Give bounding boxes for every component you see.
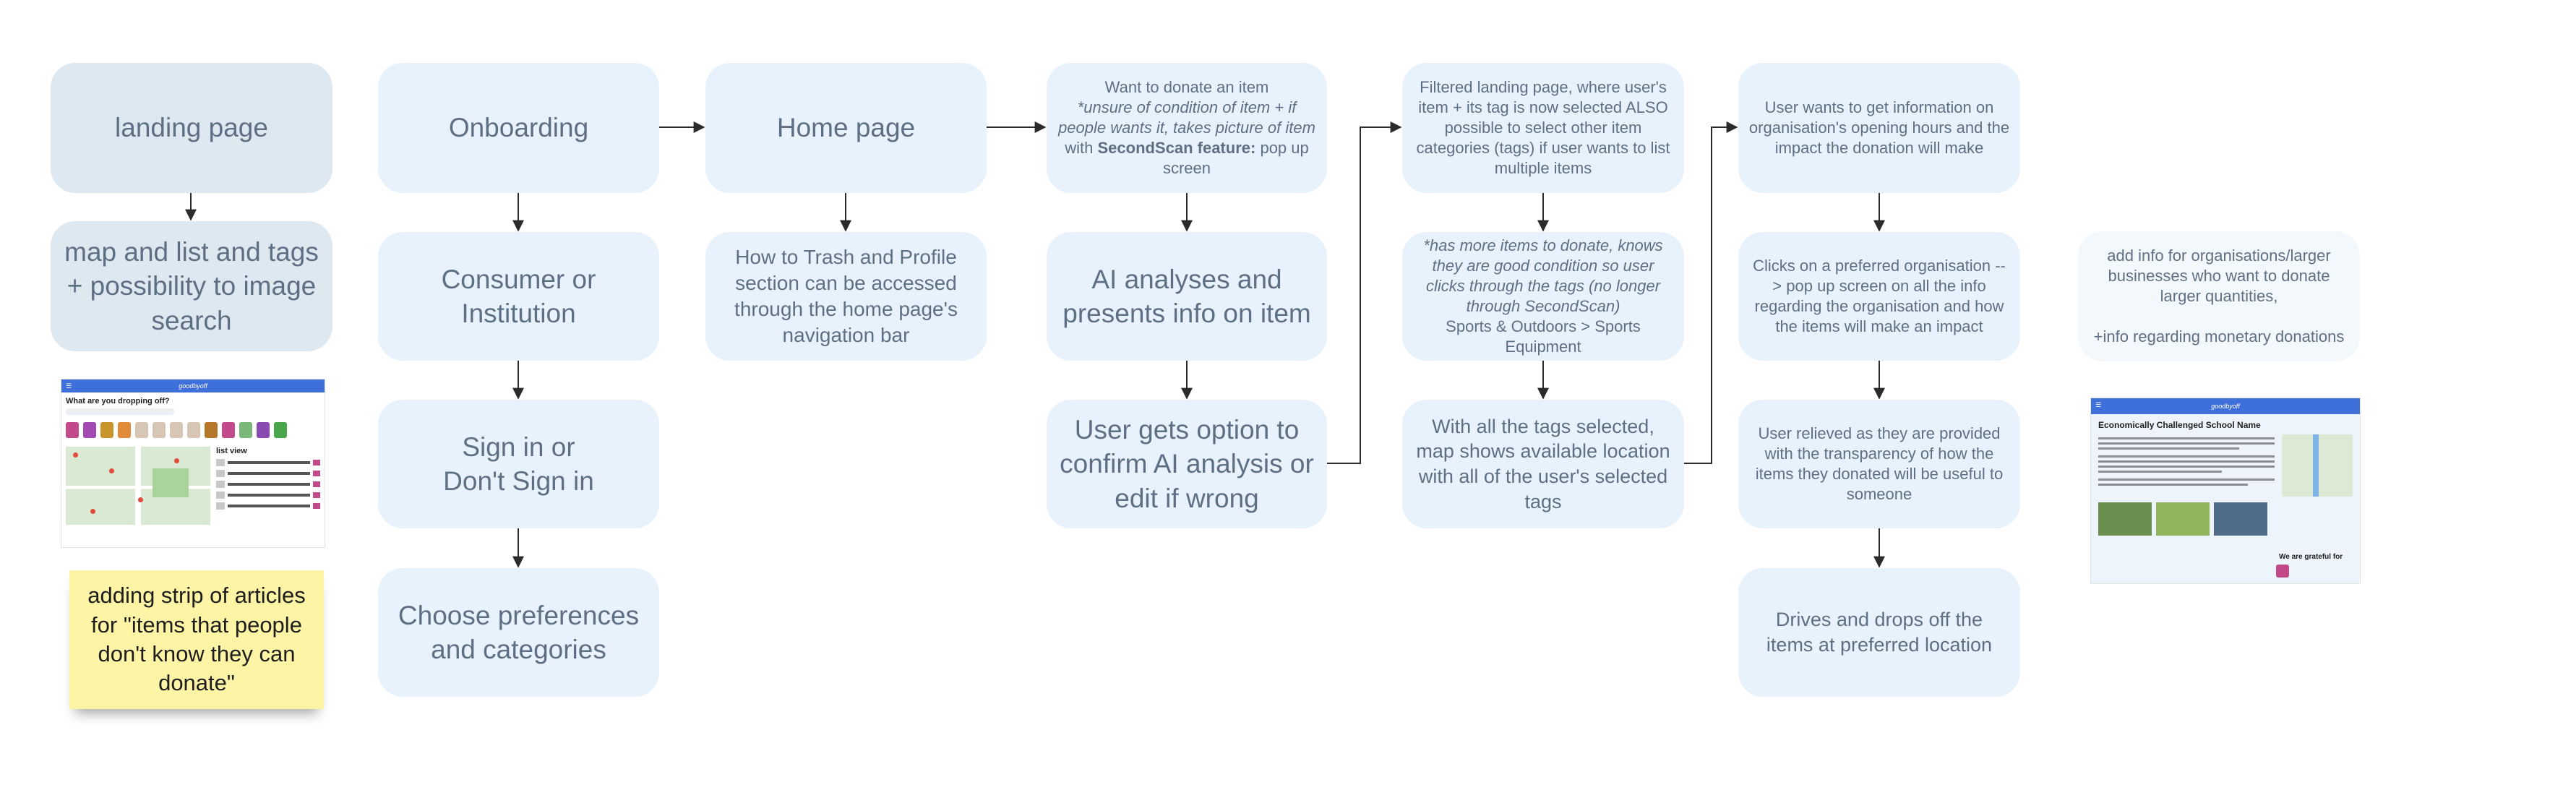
mockup-tag xyxy=(83,422,96,438)
donate-text-1: Want to donate an item xyxy=(1104,77,1269,96)
sticky-note[interactable]: adding strip of articles for "items that… xyxy=(69,570,324,709)
add-info-line-2: +info regarding monetary donations xyxy=(2093,327,2345,346)
mockup-map-park xyxy=(153,468,189,497)
sign-in-line-1: Sign in or xyxy=(462,432,575,462)
landing-page-mockup: ☰ goodbyoff What are you dropping off? xyxy=(61,379,325,548)
donate-text-5: pop up screen xyxy=(1162,139,1309,178)
more-items-italic: *has more items to donate, knows they ar… xyxy=(1423,236,1663,315)
map-pin-icon xyxy=(138,497,143,502)
mockup-header: ☰ goodbyoff xyxy=(61,379,325,392)
mockup-tag xyxy=(100,422,113,438)
donate-text-3: with xyxy=(1065,139,1094,158)
menu-icon: ☰ xyxy=(2095,401,2102,408)
opening-hours-node[interactable]: User wants to get information on organis… xyxy=(1738,63,2020,193)
mockup-tag xyxy=(118,422,131,438)
donate-item-node[interactable]: Want to donate an item *unsure of condit… xyxy=(1047,63,1327,193)
mockup-category-badge xyxy=(2276,565,2289,578)
mockup-map xyxy=(66,447,210,525)
drives-drops-node[interactable]: Drives and drops off the items at prefer… xyxy=(1738,568,2020,697)
mockup-question: What are you dropping off? xyxy=(66,397,170,406)
more-items-category: Sports & Outdoors > Sports Equipment xyxy=(1446,317,1641,356)
mockup-org-title: Economically Challenged School Name xyxy=(2098,420,2261,430)
map-pin-icon xyxy=(73,452,78,458)
mockup-list-row xyxy=(216,470,320,477)
mockup-list: list view xyxy=(216,447,320,525)
mockup-search-bar xyxy=(66,408,174,415)
user-confirm-node[interactable]: User gets option to confirm AI analysis … xyxy=(1047,400,1327,528)
mockup-list-title: list view xyxy=(216,447,247,455)
arrow-confirm-to-filtered xyxy=(1327,121,1402,464)
trash-profile-node[interactable]: How to Trash and Profile section can be … xyxy=(705,232,987,361)
mockup-tag xyxy=(205,422,218,438)
mockup-tag xyxy=(170,422,183,438)
mockup-tag-strip xyxy=(61,416,325,444)
sign-in-line-2: Don't Sign in xyxy=(443,466,594,496)
add-info-node[interactable]: add info for organisations/larger busine… xyxy=(2078,231,2360,361)
mockup-body: list view xyxy=(61,444,325,528)
map-pin-icon xyxy=(109,468,114,473)
ai-analyses-node[interactable]: AI analyses and presents info on item xyxy=(1047,232,1327,361)
add-info-line-1: add info for organisations/larger busine… xyxy=(2107,246,2331,305)
organisation-page-mockup: ☰ goodbyoff Economically Challenged Scho… xyxy=(2090,398,2361,584)
menu-icon: ☰ xyxy=(66,382,72,390)
mockup-photo xyxy=(2098,502,2152,536)
tags-selected-node[interactable]: With all the tags selected, map shows av… xyxy=(1402,400,1684,528)
mockup-tag xyxy=(239,422,252,438)
mockup-tag xyxy=(222,422,235,438)
mockup-list-row xyxy=(216,492,320,499)
more-items-node[interactable]: *has more items to donate, knows they ar… xyxy=(1402,232,1684,361)
map-pin-icon xyxy=(174,458,179,463)
mockup-org-map xyxy=(2282,434,2353,497)
choose-preferences-node[interactable]: Choose preferences and categories xyxy=(378,568,659,697)
clicks-organisation-node[interactable]: Clicks on a preferred organisation --> p… xyxy=(1738,232,2020,361)
mockup-tag xyxy=(153,422,166,438)
mockup-org-footer: We are grateful for xyxy=(2279,553,2343,561)
mockup-tag xyxy=(187,422,200,438)
map-pin-icon xyxy=(90,509,95,514)
mockup-logo: goodbyoff xyxy=(2211,403,2240,410)
mockup-list-row xyxy=(216,502,320,510)
mockup-tag xyxy=(257,422,270,438)
consumer-institution-node[interactable]: Consumer or Institution xyxy=(378,232,659,361)
home-page-node[interactable]: Home page xyxy=(705,63,987,193)
mockup-tag xyxy=(135,422,148,438)
mockup-list-row xyxy=(216,459,320,466)
onboarding-node[interactable]: Onboarding xyxy=(378,63,659,193)
filtered-landing-node[interactable]: Filtered landing page, where user's item… xyxy=(1402,63,1684,193)
mockup-header: ☰ goodbyoff xyxy=(2091,398,2360,414)
landing-page-node[interactable]: landing page xyxy=(51,63,332,193)
sign-in-node[interactable]: Sign in or Don't Sign in xyxy=(378,400,659,528)
relieved-node[interactable]: User relieved as they are provided with … xyxy=(1738,400,2020,528)
mockup-tag xyxy=(274,422,287,438)
mockup-photo xyxy=(2214,502,2267,536)
mockup-org-photos xyxy=(2091,498,2360,540)
mockup-photo xyxy=(2156,502,2210,536)
map-list-tags-node[interactable]: map and list and tags + possibility to i… xyxy=(51,221,332,351)
mockup-tag xyxy=(66,422,79,438)
mockup-org-body xyxy=(2091,433,2360,498)
mockup-list-row xyxy=(216,481,320,488)
arrow-tags-to-opening xyxy=(1684,121,1738,464)
mockup-org-text xyxy=(2098,434,2275,497)
mockup-logo: goodbyoff xyxy=(179,382,207,390)
donate-text-4: SecondScan feature: xyxy=(1097,139,1256,158)
donate-text-2: *unsure of condition of item + if people… xyxy=(1058,98,1315,137)
